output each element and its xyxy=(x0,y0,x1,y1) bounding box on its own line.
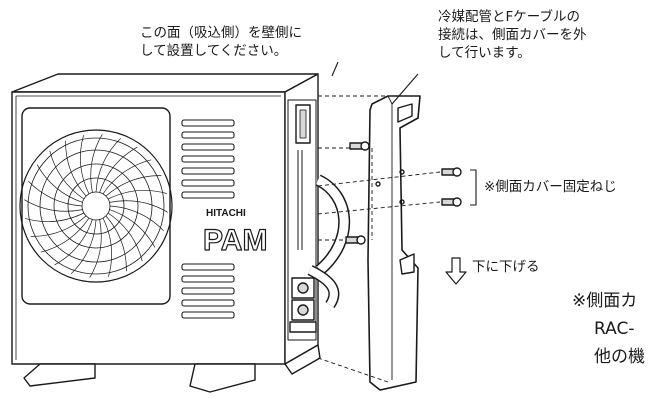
screw-icon xyxy=(345,141,462,245)
side-note-line3: 他の機 xyxy=(594,347,645,367)
fan-spoke xyxy=(36,164,83,203)
side-cover xyxy=(367,95,421,391)
fan-spoke xyxy=(105,215,127,272)
louver-slat xyxy=(181,155,235,163)
fan-spoke xyxy=(107,212,143,262)
connection-label-line3: して行います。 xyxy=(438,45,531,61)
screw-note-label: ※側面カバー固定ねじ xyxy=(484,179,617,195)
fan-spoke xyxy=(24,199,83,212)
wall-side-label-line1: この面（吸込側）を壁側に xyxy=(140,25,302,41)
louver-slat xyxy=(181,191,235,199)
lower-cover-label: 下に下げる xyxy=(472,259,540,275)
side-note-line2: RAC- xyxy=(594,319,635,339)
unit-feet xyxy=(23,344,321,393)
louver-slat xyxy=(181,275,235,283)
louver-slat xyxy=(181,263,235,271)
fan-spoke xyxy=(109,209,156,248)
louver-slat xyxy=(181,179,235,187)
louver-slat xyxy=(181,299,235,307)
fan-spoke xyxy=(30,215,87,237)
fan-spoke xyxy=(90,134,103,193)
brand-logo: PAM xyxy=(203,224,267,257)
service-valve-area xyxy=(287,99,351,341)
fan-spoke xyxy=(102,159,152,195)
down-arrow-icon xyxy=(445,257,467,285)
connection-label-line1: 冷媒配管とFケーブルの xyxy=(438,9,580,25)
fan-spoke xyxy=(89,219,102,278)
louver-slat xyxy=(181,167,235,175)
fan-spoke xyxy=(71,219,97,274)
leader-lines xyxy=(331,61,419,105)
fan-spoke xyxy=(107,189,167,200)
side-note-line1: ※側面カ xyxy=(572,291,638,311)
fan-spoke xyxy=(54,219,93,266)
louver-slat xyxy=(181,143,235,151)
brand-maker: HITACHI xyxy=(206,208,246,219)
fan-grille xyxy=(19,107,173,305)
louver-slat xyxy=(181,131,235,139)
louver-slat xyxy=(181,311,235,319)
front-louvers xyxy=(181,119,235,319)
fan-spoke xyxy=(28,181,83,207)
fan-spoke xyxy=(105,175,162,197)
fan-spoke xyxy=(25,212,85,223)
fan-spoke xyxy=(49,150,85,200)
fan-spoke xyxy=(79,135,90,195)
screw-note-bracket xyxy=(470,169,477,206)
connection-label-line2: 接続は、側面カバーを外 xyxy=(438,27,587,43)
fan-spoke xyxy=(95,138,121,193)
fan-spoke xyxy=(109,200,168,213)
fan-spoke xyxy=(109,205,164,231)
fan-spoke xyxy=(99,146,138,193)
louver-slat xyxy=(181,119,235,127)
fan-spoke xyxy=(40,217,90,253)
louver-slat xyxy=(181,287,235,295)
logo-plate: HITACHI PAM xyxy=(202,208,268,258)
wall-side-label-line2: して設置してください。 xyxy=(140,43,288,59)
fan-spoke xyxy=(65,140,87,197)
fan-spoke xyxy=(102,217,113,277)
